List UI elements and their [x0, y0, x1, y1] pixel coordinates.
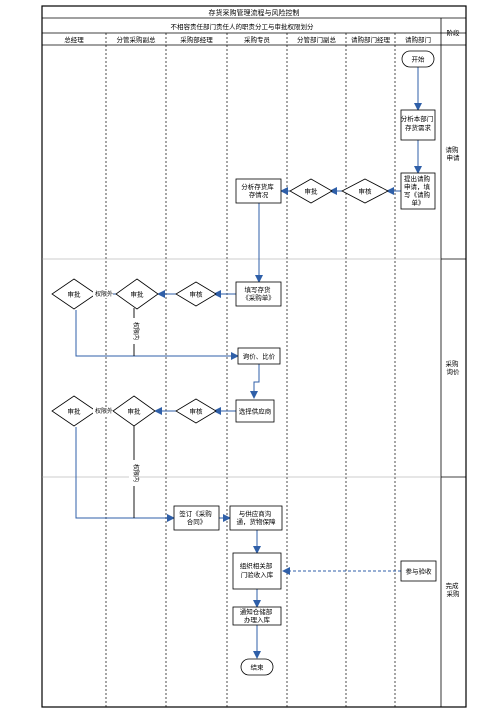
fill-po-box: [235, 281, 282, 307]
approve-gm-1-diamond: [51, 278, 97, 310]
approve-1-label: 审批: [131, 290, 145, 299]
fill-po-line-2: 《采购单》: [242, 293, 275, 302]
col-header-vp-purchasing: 分管采购副总: [117, 35, 157, 44]
review-dept-mgr-label: 审核: [359, 187, 373, 196]
analyze-need-line-1: 分析本部门: [401, 114, 434, 123]
end-node: [240, 658, 274, 676]
inquiry-box: [237, 347, 281, 365]
approve-gm-2-diamond: [51, 395, 97, 427]
col-header-purchasing-mgr: 采购部经理: [180, 35, 213, 44]
approve-vp-diamond: [289, 178, 333, 204]
stage-inquiry-line-1: 采购: [445, 359, 459, 368]
col-header-purchaser: 采购专员: [244, 35, 271, 44]
participate-acceptance-box: [400, 560, 437, 582]
approve-1-diamond: [115, 278, 159, 310]
stage-label-inquiry: 采购 询价: [445, 359, 460, 376]
fill-po-label: 填写存货 《采购单》: [242, 285, 275, 302]
nodes: 开始 分析本部门 存货需求 提出请购 申请，填 写《请购 单》 审核 审批 分析…: [51, 50, 437, 676]
stage-request-line-2: 申请: [447, 153, 461, 162]
review-1-diamond: [175, 281, 217, 307]
connectors: [75, 67, 422, 659]
start-label: 开始: [412, 55, 426, 64]
submit-request-label: 提出请购 申请，填 写《请购 单》: [404, 174, 432, 207]
within-authority-label-1: 权限内: [132, 322, 140, 340]
review-2-label: 审核: [190, 407, 204, 416]
notify-warehouse-label: 通知仓储部 办理入库: [240, 607, 275, 624]
submit-request-line-2: 申请，填: [404, 182, 431, 191]
approve-2-label: 审批: [128, 407, 142, 416]
submit-request-line-4: 单》: [412, 198, 425, 207]
approve-gm-2-label: 审批: [68, 407, 82, 416]
analyze-stock-label: 分析存货库 存情况: [241, 182, 276, 199]
sign-contract-line-1: 签订《采购: [179, 509, 212, 518]
negotiate-line-1: 与供应商沟: [239, 509, 272, 518]
stage-label-complete: 完成 采购: [445, 581, 460, 598]
analyze-stock-box: [235, 178, 282, 204]
beyond-authority-label-2: 权限外: [95, 407, 113, 415]
page-title: 存货采购管理流程与风险控制: [209, 8, 300, 17]
inquiry-label: 询价、比价: [243, 352, 276, 361]
analyze-need-box: [400, 109, 436, 141]
analyze-need-line-2: 存货需求: [405, 123, 432, 132]
notify-warehouse-line-2: 办理入库: [244, 615, 271, 624]
stage-dividers: [42, 258, 441, 478]
stage-complete-line-1: 完成: [445, 581, 459, 590]
participate-acceptance-label: 参与验收: [406, 567, 433, 576]
negotiate-label: 与供应商沟 通，货物保障: [237, 509, 277, 526]
col-header-request-mgr: 请购部门经理: [351, 35, 391, 44]
notify-warehouse-line-1: 通知仓储部: [240, 607, 273, 616]
review-2-diamond: [175, 398, 217, 424]
submit-request-line-1: 提出请购: [404, 174, 431, 183]
select-supplier-box: [235, 399, 275, 423]
end-label: 结束: [251, 663, 265, 672]
analyze-stock-line-2: 存情况: [249, 190, 269, 199]
fill-po-line-1: 填写存货: [244, 285, 271, 294]
approve-vp-label: 审批: [305, 187, 319, 196]
page-subtitle: 不相容责任部门责任人的职责分工与审批权限划分: [171, 22, 315, 31]
stage-label-request: 请购 申请: [445, 145, 460, 162]
analyze-need-label: 分析本部门 存货需求: [401, 114, 436, 132]
col-header-request-dept: 请购部门: [405, 35, 431, 44]
submit-request-box: [400, 172, 436, 210]
within-authority-label-2: 权限内: [132, 464, 140, 482]
organize-acceptance-line-1: 组织相关部: [240, 561, 273, 570]
approve-2-diamond: [112, 395, 156, 427]
organize-acceptance-line-2: 门验收入库: [241, 570, 274, 579]
negotiate-box: [229, 505, 283, 531]
col-header-vp-dept: 分管部门副总: [297, 35, 337, 44]
lane-dividers: [105, 33, 396, 707]
select-supplier-label: 选择供应商: [239, 407, 272, 416]
sign-contract-box: [173, 505, 220, 531]
start-node: [401, 50, 435, 68]
organize-acceptance-box: [232, 552, 282, 590]
organize-acceptance-label: 组织相关部 门验收入库: [240, 561, 275, 579]
stage-request-line-1: 请购: [445, 145, 459, 154]
col-header-gm: 总经理: [64, 35, 84, 44]
stage-header: 阶段: [447, 28, 461, 37]
notify-warehouse-box: [232, 606, 282, 626]
stage-complete-line-2: 采购: [447, 589, 461, 598]
negotiate-line-2: 通，货物保障: [237, 517, 277, 526]
approve-gm-1-label: 审批: [68, 290, 82, 299]
sign-contract-line-2: 合同》: [187, 517, 207, 526]
review-dept-mgr-diamond: [341, 178, 389, 204]
sign-contract-label: 签订《采购 合同》: [179, 509, 214, 526]
review-1-label: 审核: [190, 290, 204, 299]
column-headers: 总经理 分管采购副总 采购部经理 采购专员 分管部门副总 请购部门经理 请购部门: [64, 35, 431, 44]
submit-request-line-3: 写《请购: [404, 190, 431, 199]
analyze-stock-line-1: 分析存货库: [241, 182, 274, 191]
beyond-authority-label-1: 权限外: [95, 290, 113, 298]
stage-inquiry-line-2: 询价: [447, 367, 461, 376]
